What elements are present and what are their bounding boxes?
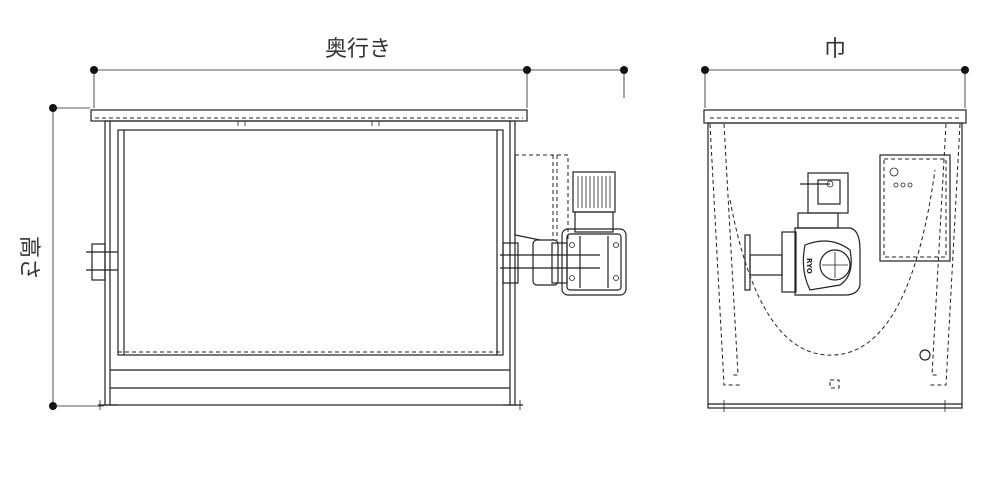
depth-dimension: 奥行き (90, 37, 628, 108)
motor-fins (577, 176, 611, 208)
height-label: 高さ (16, 236, 41, 280)
width-dimension: 巾 (701, 37, 969, 108)
front-view: RYO (703, 109, 967, 412)
width-label: 巾 (824, 37, 846, 62)
side-view (86, 109, 627, 410)
gearbox-mark: RYO (805, 258, 813, 274)
height-dimension: 高さ (16, 104, 104, 410)
depth-label: 奥行き (325, 37, 391, 62)
